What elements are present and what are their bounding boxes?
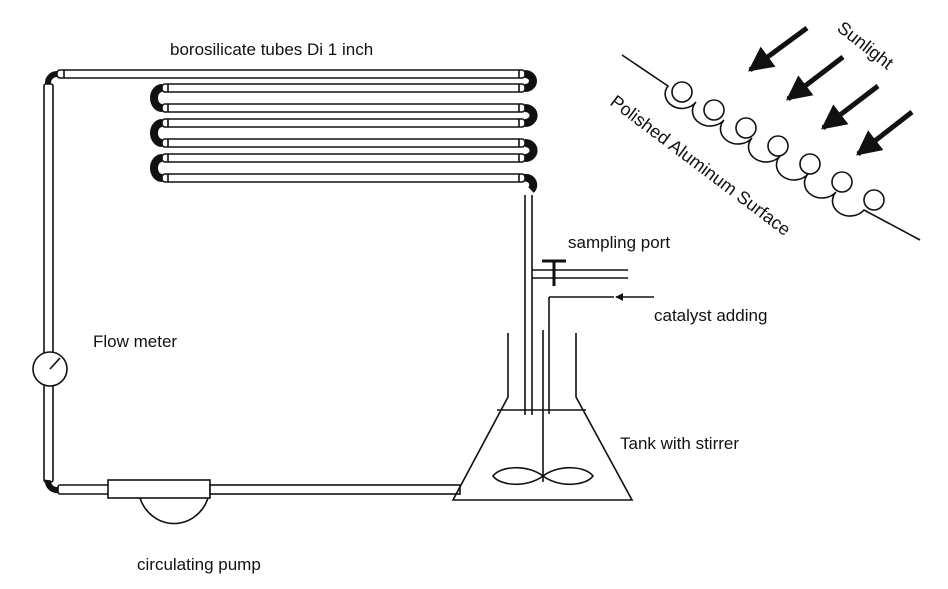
sunlight-arrow (821, 84, 880, 130)
tube (161, 153, 526, 163)
label-circulating-pump: circulating pump (137, 555, 261, 574)
catalyst-feed (548, 293, 654, 414)
sunlight-arrow (856, 110, 914, 156)
label-polished-surface: Polished Aluminum Surface (607, 91, 795, 239)
elbow-right (524, 70, 537, 92)
tube (161, 118, 526, 128)
elbow-right (524, 139, 538, 162)
tube (161, 138, 526, 148)
impeller-blade (541, 466, 594, 486)
label-tubes: borosilicate tubes Di 1 inch (170, 40, 373, 59)
label-tank: Tank with stirrer (620, 434, 739, 453)
tube-outlet-pipe (524, 195, 533, 415)
elbow-bottom-left (44, 479, 59, 494)
label-sampling-port: sampling port (568, 233, 670, 252)
circulating-pump (107, 479, 461, 525)
elbow-left (150, 84, 163, 112)
tank-outline (451, 333, 634, 501)
tube (161, 173, 526, 183)
tube-cross-section (831, 171, 853, 193)
elbow-left (150, 154, 163, 182)
pipe-to-pump (57, 484, 111, 495)
elbow-right (524, 173, 538, 193)
sunlight-arrows (747, 25, 914, 156)
tube-cross-section (703, 99, 725, 121)
tube-cross-section (671, 81, 693, 103)
tube (161, 83, 526, 93)
label-flow-meter: Flow meter (93, 332, 177, 351)
elbow-left (150, 119, 163, 147)
tube-top (56, 69, 526, 79)
pump-body (107, 479, 211, 499)
vertical-pipe-left (43, 83, 54, 483)
sunlight-arrow (747, 25, 809, 73)
tube-joints (63, 70, 520, 182)
elbow-right (524, 104, 538, 127)
tube-cross-section (735, 117, 757, 139)
pipe-pump-to-tank (209, 484, 461, 495)
sampling-port (532, 259, 628, 286)
pump-volute (139, 497, 209, 525)
tube-cross-section (799, 153, 821, 175)
label-catalyst-adding: catalyst adding (654, 306, 767, 325)
solar-inset (621, 25, 921, 241)
return-line (43, 70, 111, 495)
tube-bank (56, 69, 538, 193)
tube-cross-section (767, 135, 789, 157)
tube (161, 103, 526, 113)
tube-cross-section (863, 189, 885, 211)
flow-meter (32, 351, 68, 387)
impeller-blade (492, 466, 545, 486)
label-sunlight: Sunlight (834, 17, 898, 73)
sunlight-arrow (786, 55, 845, 101)
elbow-top-left (44, 70, 58, 85)
polished-aluminum-surface (621, 54, 921, 241)
tank-with-stirrer (451, 330, 634, 501)
